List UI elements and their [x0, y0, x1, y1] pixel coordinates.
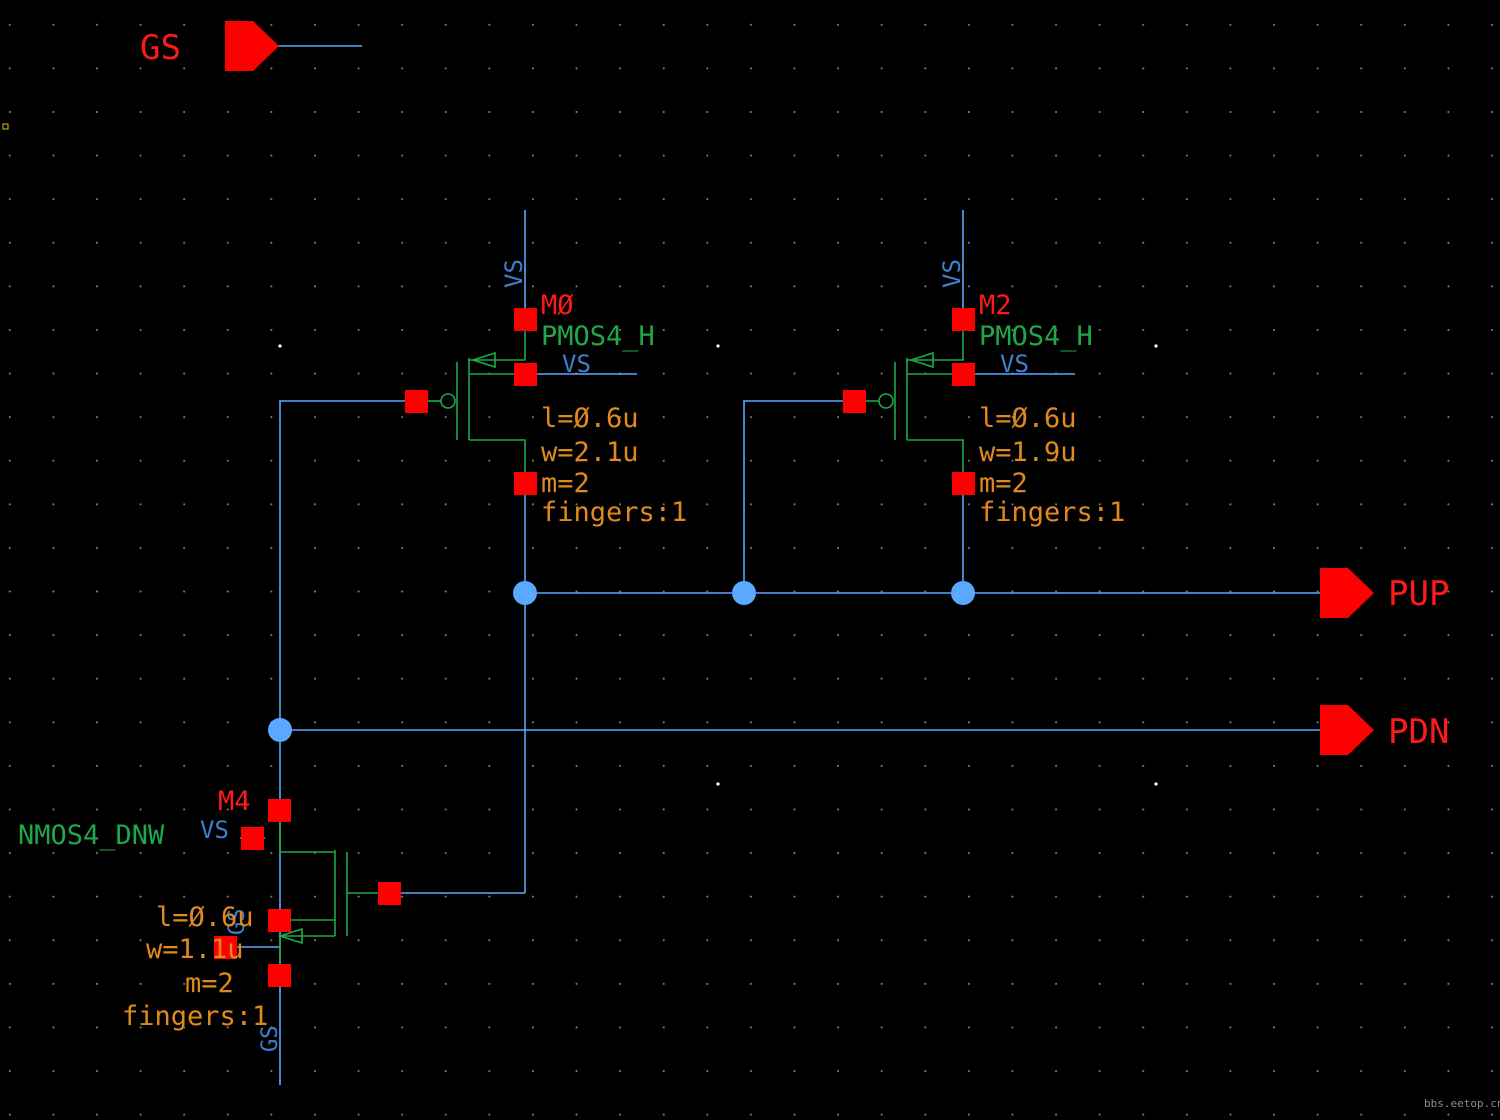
m4-dnw-net-label: VS: [200, 816, 229, 844]
m0-net-top-label: VS: [500, 259, 528, 288]
m4-fingers-param: fingers:1: [122, 1001, 268, 1032]
m2-labels: VS M2 PMOS4_H VS l=Ø.6u w=1.9u m=2 finge…: [938, 259, 1125, 528]
gs-pin-flag[interactable]: [225, 21, 279, 71]
pup-pin-label: PUP: [1388, 574, 1449, 614]
junction-dot[interactable]: [268, 718, 292, 742]
io-pins: [225, 21, 1374, 755]
pdn-pin-label: PDN: [1388, 712, 1449, 752]
grid-marker: [278, 344, 282, 348]
m0-symbol[interactable]: [428, 330, 526, 472]
io-pin-labels: GS PUP PDN: [140, 28, 1449, 752]
m4-l-param: l=Ø.6u: [156, 902, 254, 933]
pdn-pin-flag[interactable]: [1320, 705, 1374, 755]
m2-gate-pin[interactable]: [843, 390, 866, 413]
wire-m0-gate[interactable]: [279, 400, 416, 1085]
m0-labels: VS MØ PMOS4_H VS l=Ø.6u w=2.1u m=2 finge…: [500, 259, 687, 528]
pin-squares: [214, 308, 975, 987]
m0-drain-pin[interactable]: [514, 472, 537, 495]
m2-net-top-label: VS: [938, 259, 966, 288]
m2-drain-pin[interactable]: [952, 472, 975, 495]
m4-bulk-pin[interactable]: [214, 936, 237, 959]
wire-m2-gate[interactable]: [743, 400, 854, 593]
m2-m-param: m=2: [979, 468, 1028, 499]
m0-l-param: l=Ø.6u: [541, 403, 639, 434]
m4-bottom-net-label: GS: [258, 1026, 283, 1053]
grid-marker: [716, 344, 720, 348]
m0-cell-label: PMOS4_H: [541, 321, 655, 352]
m2-instance-label: M2: [979, 290, 1012, 321]
m2-w-param: w=1.9u: [979, 437, 1077, 468]
m2-source-pin[interactable]: [952, 308, 975, 331]
m2-bulk-pin[interactable]: [952, 363, 975, 386]
m4-cell-label: NMOS4_DNW: [18, 820, 165, 851]
junctions: [268, 581, 975, 742]
m2-fingers-param: fingers:1: [979, 497, 1125, 528]
m4-symbol[interactable]: [277, 822, 378, 964]
origin-marker: [2, 123, 9, 130]
gs-pin-label: GS: [140, 28, 181, 68]
m2-cell-label: PMOS4_H: [979, 321, 1093, 352]
m4-source-pin[interactable]: [268, 909, 291, 932]
m2-l-param: l=Ø.6u: [979, 403, 1077, 434]
m0-instance-label: MØ: [541, 290, 574, 321]
grid-marker: [1154, 344, 1158, 348]
m0-bulk-pin[interactable]: [514, 363, 537, 386]
m4-dnw-pin[interactable]: [241, 827, 264, 850]
m0-gate-pin[interactable]: [405, 390, 428, 413]
m0-source-pin[interactable]: [514, 308, 537, 331]
m2-symbol[interactable]: [866, 330, 964, 472]
m4-m-param: m=2: [185, 968, 234, 999]
junction-dot[interactable]: [513, 581, 537, 605]
m4-drain-pin[interactable]: [268, 799, 291, 822]
m4-gate-pin[interactable]: [378, 882, 401, 905]
m4-w-param: w=1.1u: [146, 934, 244, 965]
junction-dot[interactable]: [951, 581, 975, 605]
m2-bulk-net-label: VS: [1000, 350, 1029, 378]
m4-bottom-pin[interactable]: [268, 964, 291, 987]
grid-marker: [716, 782, 720, 786]
m0-bulk-net-label: VS: [562, 350, 591, 378]
wires: [232, 45, 1320, 1085]
watermark: bbs.eetop.cn: [1424, 1097, 1500, 1110]
misc-markers: [2, 123, 1158, 786]
grid-marker: [1154, 782, 1158, 786]
m0-w-param: w=2.1u: [541, 437, 639, 468]
m0-m-param: m=2: [541, 468, 590, 499]
pup-pin-flag[interactable]: [1320, 568, 1374, 618]
m4-labels: M4 NMOS4_DNW VS GS l=Ø.6u w=1.1u m=2 fin…: [18, 786, 283, 1052]
m0-fingers-param: fingers:1: [541, 497, 687, 528]
junction-dot[interactable]: [732, 581, 756, 605]
m4-instance-label: M4: [218, 786, 251, 817]
m4-bulk-net-label: GS: [225, 909, 250, 936]
